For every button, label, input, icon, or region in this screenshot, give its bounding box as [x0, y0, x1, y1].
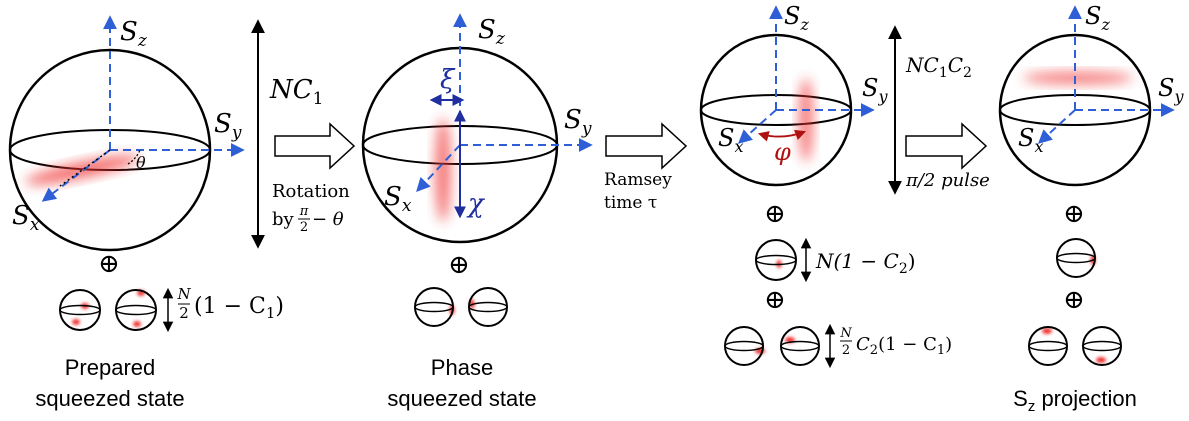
sy-label-4: Sy — [1158, 74, 1184, 106]
small-label-3a: N(1 − C2) — [815, 249, 916, 277]
oplus-3b: ⊕ — [764, 285, 786, 315]
block-arrow-2 — [605, 122, 688, 170]
squeezed-ellipse-4 — [1023, 72, 1133, 84]
sz-label-3: Sz — [784, 2, 809, 34]
tilted-axis-1 — [59, 149, 111, 187]
pulse-label: π/2 pulse — [905, 170, 990, 191]
caption-1-line1: Prepared — [65, 355, 156, 380]
svg-text:by: by — [272, 209, 295, 230]
panel-phase-squeezed: ξ χ Sz Sy Sx ⊕ Phase squeezed state — [361, 13, 593, 411]
oplus-4b: ⊕ — [1063, 285, 1085, 315]
mini-sphere-4c — [1082, 326, 1122, 366]
caption-1-line2: squeezed state — [35, 386, 184, 411]
chi-label: χ — [466, 189, 486, 219]
block-arrow-3 — [905, 122, 988, 170]
theta-arc — [127, 149, 141, 165]
phi-label: φ — [774, 138, 791, 166]
svg-text:N: N — [176, 285, 191, 303]
panel-sz-projection: Sz Sy Sx ⊕ ⊕ Sz projection — [998, 2, 1184, 415]
ramsey-label-line2: time τ — [604, 193, 657, 213]
svg-text:C2(1 − C1): C2(1 − C1) — [856, 334, 952, 358]
caption-4: Sz projection — [1013, 386, 1137, 415]
sx-label-4: Sx — [1018, 124, 1043, 156]
rotation-label-line1: Rotation — [272, 181, 350, 202]
oplus-2: ⊕ — [448, 250, 470, 280]
oplus-4a: ⊕ — [1063, 199, 1085, 229]
mini-sphere-4a — [1056, 238, 1096, 278]
height-label-3: NC1C2 — [905, 53, 972, 81]
mini-sphere-1b — [115, 289, 157, 331]
mini-sphere-1a — [59, 289, 101, 331]
squeezed-ellipse-1 — [25, 155, 139, 185]
equator-front-4 — [999, 109, 1151, 126]
sx-axis-3 — [737, 109, 777, 144]
mini-sphere-3a — [755, 239, 797, 281]
sy-label-2: Sy — [564, 105, 592, 139]
oplus-1: ⊕ — [98, 249, 120, 279]
sx-axis-1 — [41, 149, 111, 202]
sz-label-2: Sz — [478, 15, 506, 49]
small-label-1: N 2 (1 − C1) — [176, 285, 284, 322]
mini-sphere-3c — [780, 326, 820, 366]
squeezed-ellipse-3 — [799, 78, 813, 162]
panel-prepared-state: θ Sz Sy Sx NC1 ⊕ N 2 (1 − C1) Prepared s… — [8, 15, 323, 411]
equator-front-3 — [700, 109, 852, 126]
svg-text:2: 2 — [179, 304, 189, 322]
sz-label-4: Sz — [1085, 2, 1110, 34]
svg-text:2: 2 — [842, 343, 850, 358]
xi-label: ξ — [440, 65, 456, 95]
squeezed-ellipse-2 — [435, 118, 451, 222]
oplus-3a: ⊕ — [764, 199, 786, 229]
sx-label-1: Sx — [12, 201, 40, 235]
svg-text:N: N — [839, 326, 852, 341]
transition-arrow-3 — [905, 122, 988, 170]
svg-text:2: 2 — [300, 220, 308, 235]
mini-sphere-2a — [414, 287, 455, 327]
caption-2-line2: squeezed state — [387, 386, 536, 411]
sx-axis-2 — [416, 144, 461, 193]
height-label-1: NC1 — [269, 75, 323, 109]
phi-arrow — [757, 129, 807, 142]
panel-ramsey: φ Sz Sy Sx NC1C2 π/2 pulse ⊕ N(1 − C2) ⊕… — [699, 2, 990, 369]
mini-sphere-3b — [724, 326, 765, 366]
small-label-3b: N 2 C2(1 − C1) — [839, 326, 952, 358]
sy-label-3: Sy — [862, 74, 888, 106]
mini-sphere-2b — [468, 287, 508, 327]
theta-label: θ — [136, 153, 146, 172]
sy-label-1: Sy — [214, 109, 242, 143]
transition-arrow-2: Ramsey time τ — [604, 122, 688, 213]
sz-label-1: Sz — [120, 17, 148, 51]
caption-2-line1: Phase — [431, 355, 493, 380]
sx-axis-4 — [1037, 109, 1076, 144]
svg-text:π: π — [299, 204, 309, 219]
rotation-label-line2: by π 2 − θ — [272, 204, 344, 235]
svg-text:− θ: − θ — [312, 209, 344, 230]
svg-text:(1 − C1): (1 − C1) — [194, 294, 284, 322]
sx-label-3: Sx — [718, 124, 743, 156]
ramsey-label-line1: Ramsey — [604, 170, 672, 190]
mini-sphere-4b — [1028, 326, 1068, 366]
transition-arrow-1: Rotation by π 2 − θ — [272, 122, 356, 235]
sx-label-2: Sx — [384, 182, 412, 216]
block-arrow-1 — [274, 122, 356, 170]
